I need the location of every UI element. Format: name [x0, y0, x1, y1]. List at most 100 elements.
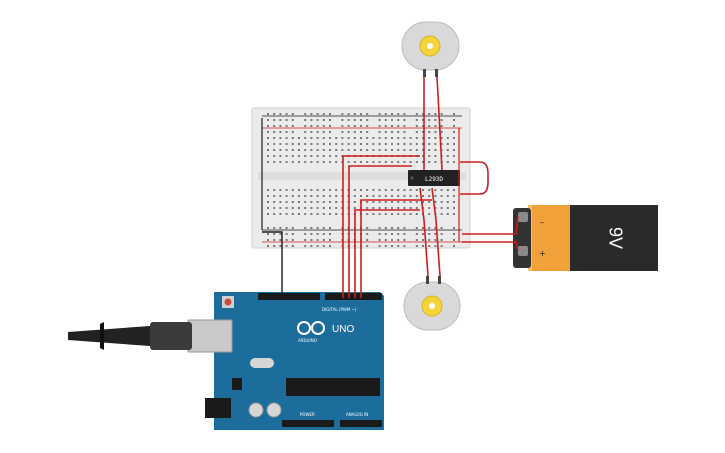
breadboard-hole[interactable] [353, 189, 356, 191]
breadboard-hole[interactable] [453, 161, 455, 163]
breadboard-hole[interactable] [422, 143, 424, 145]
breadboard-hole[interactable] [304, 195, 307, 197]
breadboard-hole[interactable] [403, 207, 406, 209]
breadboard-hole[interactable] [279, 155, 282, 157]
breadboard-hole[interactable] [409, 195, 412, 197]
breadboard-hole[interactable] [322, 239, 325, 241]
breadboard-hole[interactable] [453, 233, 455, 235]
breadboard-hole[interactable] [341, 119, 344, 121]
breadboard-hole[interactable] [453, 113, 455, 115]
breadboard-hole[interactable] [267, 189, 269, 191]
breadboard-hole[interactable] [291, 227, 294, 229]
breadboard-hole[interactable] [310, 245, 313, 247]
breadboard-hole[interactable] [316, 245, 319, 247]
wire-chip-loop[interactable] [460, 161, 489, 195]
breadboard-hole[interactable] [285, 227, 288, 229]
breadboard-hole[interactable] [273, 149, 276, 151]
breadboard-hole[interactable] [322, 189, 325, 191]
breadboard-hole[interactable] [279, 113, 282, 115]
breadboard-hole[interactable] [304, 143, 307, 145]
breadboard-hole[interactable] [304, 239, 307, 241]
breadboard-hole[interactable] [279, 119, 282, 121]
breadboard-hole[interactable] [329, 149, 331, 151]
breadboard-hole[interactable] [335, 195, 338, 197]
breadboard-hole[interactable] [267, 245, 269, 247]
breadboard-hole[interactable] [316, 195, 319, 197]
breadboard-hole[interactable] [415, 125, 418, 127]
breadboard-hole[interactable] [285, 131, 288, 133]
breadboard-hole[interactable] [298, 161, 300, 163]
breadboard-hole[interactable] [329, 195, 331, 197]
breadboard-hole[interactable] [273, 233, 276, 235]
wire-motor-top-b[interactable] [436, 76, 443, 171]
breadboard-hole[interactable] [341, 143, 344, 145]
breadboard-hole[interactable] [316, 125, 319, 127]
breadboard-hole[interactable] [279, 137, 282, 139]
driver-chip[interactable]: L293D [408, 170, 460, 186]
wire-motor-bottom-a[interactable] [419, 187, 429, 277]
breadboard-hole[interactable] [415, 213, 418, 215]
breadboard-hole[interactable] [428, 227, 431, 229]
breadboard-hole[interactable] [422, 137, 424, 139]
breadboard-hole[interactable] [403, 149, 406, 151]
breadboard-hole[interactable] [415, 119, 418, 121]
breadboard-hole[interactable] [391, 201, 393, 203]
breadboard-hole[interactable] [267, 119, 269, 121]
breadboard-hole[interactable] [453, 131, 455, 133]
breadboard-hole[interactable] [415, 143, 418, 145]
breadboard-hole[interactable] [347, 161, 350, 163]
breadboard-hole[interactable] [397, 207, 400, 209]
wire-pin-2[interactable] [348, 165, 412, 298]
breadboard-hole[interactable] [384, 113, 387, 115]
breadboard-hole[interactable] [341, 131, 344, 133]
breadboard-hole[interactable] [347, 149, 350, 151]
breadboard-hole[interactable] [310, 161, 313, 163]
breadboard-hole[interactable] [316, 213, 319, 215]
breadboard-hole[interactable] [366, 189, 369, 191]
breadboard-hole[interactable] [279, 131, 282, 133]
breadboard-hole[interactable] [415, 233, 418, 235]
breadboard-hole[interactable] [366, 207, 369, 209]
breadboard-hole[interactable] [310, 119, 313, 121]
wire-motor-bottom-b[interactable] [431, 187, 441, 277]
breadboard-hole[interactable] [291, 195, 294, 197]
breadboard-hole[interactable] [285, 143, 288, 145]
breadboard-hole[interactable] [384, 119, 387, 121]
breadboard-hole[interactable] [384, 137, 387, 139]
breadboard-hole[interactable] [353, 113, 356, 115]
breadboard-hole[interactable] [310, 239, 313, 241]
breadboard-hole[interactable] [415, 239, 418, 241]
breadboard-hole[interactable] [291, 131, 294, 133]
breadboard-hole[interactable] [428, 195, 431, 197]
wire-ground[interactable] [262, 231, 283, 298]
breadboard-hole[interactable] [335, 213, 338, 215]
breadboard-hole[interactable] [285, 155, 288, 157]
breadboard-hole[interactable] [267, 131, 269, 133]
breadboard-hole[interactable] [422, 119, 424, 121]
breadboard-hole[interactable] [341, 113, 344, 115]
wire-pin-4[interactable] [360, 199, 432, 298]
breadboard-hole[interactable] [335, 143, 338, 145]
breadboard-hole[interactable] [446, 195, 449, 197]
breadboard-hole[interactable] [279, 189, 282, 191]
breadboard-hole[interactable] [310, 149, 313, 151]
breadboard-hole[interactable] [384, 201, 387, 203]
breadboard-hole[interactable] [384, 213, 387, 215]
breadboard-hole[interactable] [310, 227, 313, 229]
breadboard-hole[interactable] [440, 113, 443, 115]
breadboard-hole[interactable] [434, 137, 437, 139]
breadboard-hole[interactable] [428, 137, 431, 139]
motor-bottom[interactable] [403, 276, 461, 331]
breadboard-hole[interactable] [434, 155, 437, 157]
breadboard-hole[interactable] [360, 113, 362, 115]
breadboard-hole[interactable] [422, 131, 424, 133]
breadboard-hole[interactable] [415, 195, 418, 197]
breadboard-hole[interactable] [391, 207, 393, 209]
breadboard-hole[interactable] [273, 155, 276, 157]
breadboard-hole[interactable] [372, 201, 375, 203]
breadboard-hole[interactable] [341, 137, 344, 139]
breadboard-hole[interactable] [434, 233, 437, 235]
breadboard-hole[interactable] [335, 201, 338, 203]
breadboard-hole[interactable] [446, 189, 449, 191]
breadboard-hole[interactable] [446, 207, 449, 209]
